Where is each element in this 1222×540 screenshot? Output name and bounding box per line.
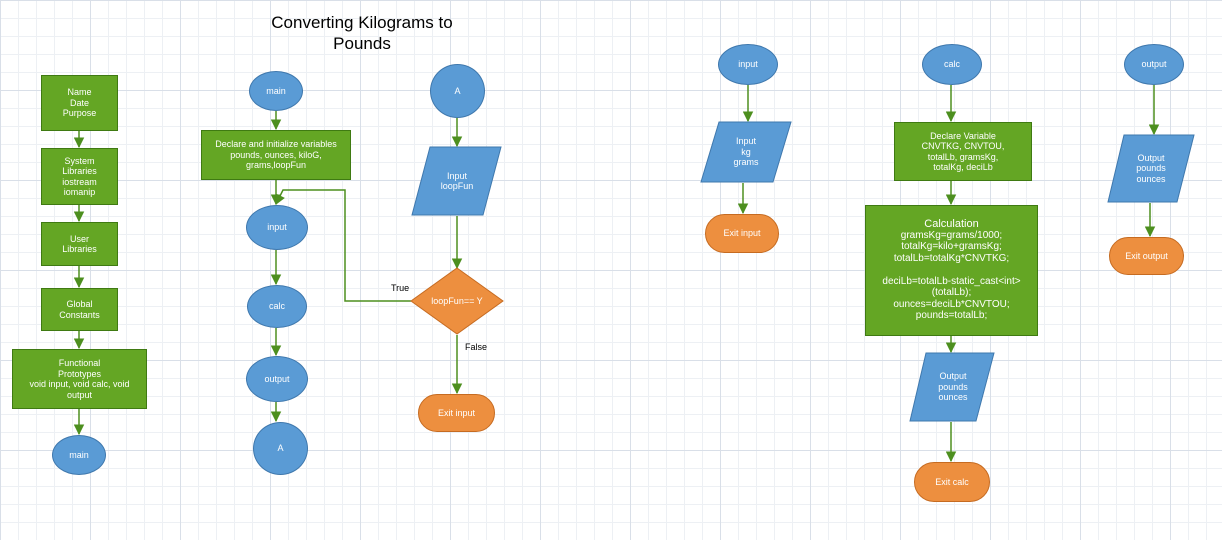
user-libraries-block: User Libraries [41,222,118,266]
calculation-body: gramsKg=grams/1000; totalKg=kilo+gramsKg… [882,229,1021,322]
input-kg-grams-label: Input kg grams [733,136,759,168]
input-loopfun-shape [411,146,502,216]
calc-output-shape [909,352,995,422]
main-terminal-col1: main [52,435,106,475]
functional-prototypes-block: Functional Prototypes void input, void c… [12,349,147,409]
decision-diamond [410,267,504,335]
calc-declare-block: Declare Variable CNVTKG, CNVTOU, totalLb… [894,122,1032,181]
calc-call-terminal: calc [247,285,307,328]
calculation-block: Calculation gramsKg=grams/1000; totalKg=… [865,205,1038,336]
decision-label: loopFun== Y [431,295,483,306]
global-constants-block: Global Constants [41,288,118,331]
input-loopfun-label: Input loopFun [440,170,474,192]
system-libraries-block: System Libraries iostream iomanip [41,148,118,205]
connector-a-bottom: A [253,422,308,475]
exit-output-terminal: Exit output [1109,237,1184,275]
exit-input-terminal: Exit input [705,214,779,253]
exit-input-terminal-col3: Exit input [418,394,495,432]
main-start-terminal: main [249,71,303,111]
exit-calc-terminal: Exit calc [914,462,990,502]
connector-a-top: A [430,64,485,118]
input-func-start: input [718,44,778,85]
arrow-true-loop [275,189,411,302]
output-pounds-ounces-shape [1107,134,1195,203]
calc-func-start: calc [922,44,982,85]
output-pounds-ounces-label: Output pounds ounces [1136,152,1166,184]
diagram-title: Converting Kilograms to Pounds [271,13,453,53]
output-func-start: output [1124,44,1184,85]
calc-output-label: Output pounds ounces [938,371,968,403]
output-call-terminal: output [246,356,308,402]
input-call-terminal: input [246,205,308,250]
calculation-title: Calculation [924,218,979,231]
false-label: False [465,342,488,352]
input-kg-grams-shape [700,121,792,183]
true-label: True [391,283,410,293]
declare-variables-block: Declare and initialize variables pounds,… [201,130,351,180]
name-date-purpose-block: Name Date Purpose [41,75,118,131]
